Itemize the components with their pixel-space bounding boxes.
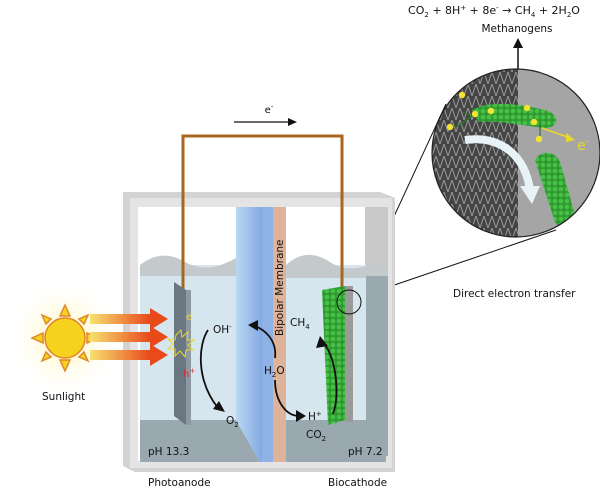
excitation-burst-icon <box>166 328 196 359</box>
hydroxide-label: OH- <box>213 323 232 336</box>
direct-transfer-label: Direct electron transfer <box>453 288 576 300</box>
oxidation-arrow <box>199 329 219 409</box>
proton-label: H+ <box>308 410 322 423</box>
photoanode-hole: h+ <box>183 367 195 380</box>
water-label: H2O <box>264 365 285 379</box>
oxygen-label: O2 <box>226 415 239 429</box>
methanogens-arrowhead <box>513 38 523 48</box>
external-circuit-wire <box>181 134 344 295</box>
methanogens-label: Methanogens <box>481 23 552 35</box>
transfer-arrow-curve <box>464 135 534 191</box>
methanogenesis-arrow <box>324 344 338 415</box>
sunlight-label: Sunlight <box>42 391 85 403</box>
transfer-arrowhead <box>520 186 540 204</box>
anode-chamber-floor <box>140 420 260 462</box>
biocathode-ph: pH 7.2 <box>348 446 383 458</box>
photoanode-electrode <box>174 282 186 425</box>
membrane-anion-layer <box>236 207 265 462</box>
biocathode-biofilm <box>322 286 345 425</box>
photoanode-electron: e- <box>186 310 195 323</box>
zoom-target-circle <box>336 289 362 315</box>
membrane-orange-layer <box>273 207 286 462</box>
bipolar-membrane-label: Bipolar Membrane <box>274 240 286 337</box>
inset-electron-label: e- <box>577 137 589 154</box>
inset-electron-arrowhead <box>566 133 575 142</box>
co2-label: CO2 <box>306 429 326 443</box>
photoanode-label: Photoanode <box>148 477 211 489</box>
zoom-inset-border <box>431 68 600 238</box>
photoanode-edge <box>186 290 191 425</box>
proton-transport-arrow <box>274 379 299 417</box>
biocathode-electrode <box>345 286 353 422</box>
reaction-equation: CO2 + 8H+ + 8e- → CH4 + 2H2O <box>408 4 580 19</box>
methane-label: CH4 <box>290 317 310 331</box>
electron-flow-arrowhead <box>288 118 297 126</box>
sun-icon <box>30 303 100 373</box>
photoanode-ph: pH 13.3 <box>148 446 189 458</box>
inset-electron-arrow <box>541 127 571 139</box>
electrode-mesh-closeup <box>432 69 518 237</box>
sunlight-rays <box>90 308 168 366</box>
methanogen-cell-2 <box>535 152 576 228</box>
biocathode-label: Biocathode <box>328 477 387 489</box>
electron-flow-label: e- <box>265 103 274 116</box>
cathode-chamber-floor <box>286 420 386 462</box>
